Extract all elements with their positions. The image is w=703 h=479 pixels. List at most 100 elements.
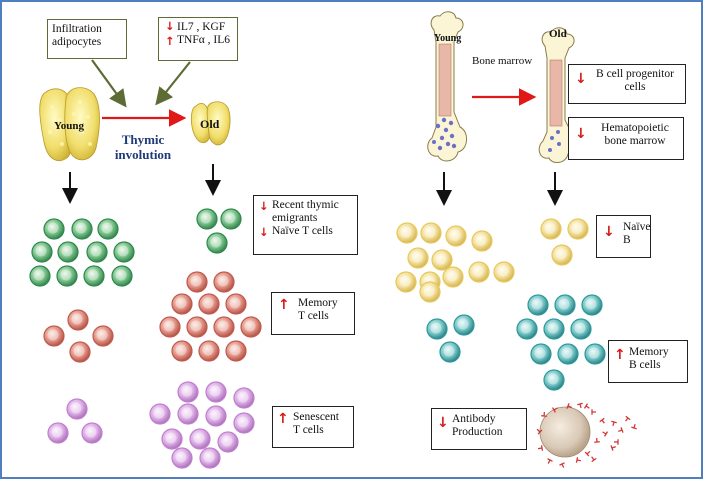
- naive-b-cell: [442, 266, 464, 288]
- old-thymus-label: Old: [200, 117, 220, 131]
- naive-b-cell: [567, 218, 589, 240]
- memory-t-cell: [67, 309, 89, 331]
- arrow-cytokines-to-thymus: [155, 61, 191, 106]
- memory-t-cell: [198, 340, 220, 362]
- memory-b-cell: [543, 318, 565, 340]
- naive-b-cell: [468, 261, 490, 283]
- recent-line-1: Recent thymic: [272, 199, 339, 211]
- senescent-t-cell: [149, 403, 171, 425]
- thymic-involution-label: Thymic involution: [110, 132, 176, 162]
- antibody-icon: [599, 417, 605, 424]
- young-bone-image: [427, 11, 467, 162]
- antibody-icon: [547, 458, 553, 464]
- down-arrow-icon: ↓: [575, 126, 587, 142]
- naive-b-cell: [395, 271, 417, 293]
- antibody-icon: [575, 457, 582, 463]
- antibody-icon: [611, 420, 617, 427]
- memory-t-cell: [225, 340, 247, 362]
- antibody-icon: [552, 407, 558, 413]
- memory-b-cell: [581, 294, 603, 316]
- senescent-t-cell: [217, 431, 239, 453]
- memory-b-cell: [516, 318, 538, 340]
- memory-t-cell: [186, 271, 208, 293]
- cytokines-line-1: IL7 , KGF: [177, 21, 226, 33]
- naive-t-cell: [196, 208, 218, 230]
- infiltration-adipocytes-box: Infiltration adipocytes: [47, 19, 127, 59]
- hematopoietic-line-2: bone marrow: [604, 135, 666, 147]
- antibody-line-1: Antibody: [452, 413, 496, 425]
- senescent-t-cell: [171, 447, 193, 469]
- naive-b-box: ↓ Naïve B: [596, 215, 651, 258]
- senescent-t-cell: [66, 398, 88, 420]
- naive-t-cell: [71, 218, 93, 240]
- senescent-t-cell: [199, 447, 221, 469]
- antibody-icon: [618, 427, 624, 433]
- antibody-icon: [594, 437, 600, 443]
- antibody-production-box: ↓ Antibody Production: [431, 408, 527, 450]
- memory-t-cell: [69, 341, 91, 363]
- naive-b-cell: [420, 222, 442, 244]
- memory-b-cell: [557, 343, 579, 365]
- senescent-t-cell: [81, 422, 103, 444]
- naive-t-cell: [220, 208, 242, 230]
- cytokines-line-2: TNFα , IL6: [177, 34, 230, 46]
- old-bone-image: [538, 27, 578, 163]
- naive-t-cell: [29, 265, 51, 287]
- naive-b-cell: [471, 230, 493, 252]
- memory-t-cell: [43, 325, 65, 347]
- cell-groups: [29, 208, 606, 469]
- antibody-icon: [591, 456, 597, 463]
- naive-t-cell: [113, 241, 135, 263]
- adipocytes-line-1: Infiltration: [52, 23, 102, 35]
- up-arrow-icon: ↑: [165, 34, 175, 48]
- old-thymus-image: [190, 101, 231, 146]
- cytokines-box: ↓ ↑ IL7 , KGF TNFα , IL6: [158, 17, 238, 61]
- antibody-icon: [591, 409, 596, 415]
- up-arrow-icon: ↑: [278, 297, 290, 313]
- hematopoietic-line-1: Hematopoietic: [601, 122, 669, 134]
- antibody-icon: [583, 403, 590, 409]
- senescent-t-cell: [47, 422, 69, 444]
- down-arrow-icon: ↓: [259, 199, 269, 213]
- progenitor-line-2: cells: [624, 81, 646, 93]
- recent-emigrants-box: ↓ ↓ Recent thymic emigrants Naïve T cell…: [253, 195, 358, 255]
- memory-b-line-1: Memory: [629, 346, 669, 358]
- naive-b-cell: [493, 261, 515, 283]
- old-bone-label: Old: [549, 28, 567, 40]
- adipocytes-line-2: adipocytes: [52, 36, 102, 48]
- naive-b-cell: [419, 281, 441, 303]
- naive-b-cell: [551, 244, 573, 266]
- memory-t-line-1: Memory: [298, 297, 338, 309]
- memory-t-cell: [171, 340, 193, 362]
- senescent-line-2: T cells: [293, 424, 324, 436]
- up-arrow-icon: ↑: [277, 411, 289, 427]
- antibody-icon: [566, 403, 572, 409]
- down-arrow-icon: ↓: [165, 19, 175, 33]
- naive-b-cell: [540, 218, 562, 240]
- naive-t-cell: [31, 241, 53, 263]
- memory-t-cell: [171, 293, 193, 315]
- senescent-t-cell: [233, 412, 255, 434]
- memory-t-cell: [92, 325, 114, 347]
- antibody-icon: [584, 450, 591, 457]
- memory-t-line-2: T cells: [298, 310, 329, 322]
- senescent-t-cell: [205, 405, 227, 427]
- memory-b-cell: [453, 314, 475, 336]
- down-arrow-icon: ↓: [575, 71, 587, 87]
- naive-b-cell: [396, 222, 418, 244]
- memory-t-cell: [198, 293, 220, 315]
- memory-t-cell: [240, 316, 262, 338]
- naive-t-cell: [56, 265, 78, 287]
- memory-b-cell: [584, 343, 606, 365]
- naive-b-cell: [407, 247, 429, 269]
- memory-b-cell: [426, 318, 448, 340]
- memory-t-cell: [159, 316, 181, 338]
- involution-line-1: Thymic: [121, 132, 165, 147]
- involution-line-2: involution: [114, 147, 172, 162]
- down-arrow-icon: ↓: [259, 225, 269, 239]
- naive-b-cell: [431, 249, 453, 271]
- young-thymus-label: Young: [54, 120, 84, 132]
- senescent-line-1: Senescent: [293, 411, 339, 423]
